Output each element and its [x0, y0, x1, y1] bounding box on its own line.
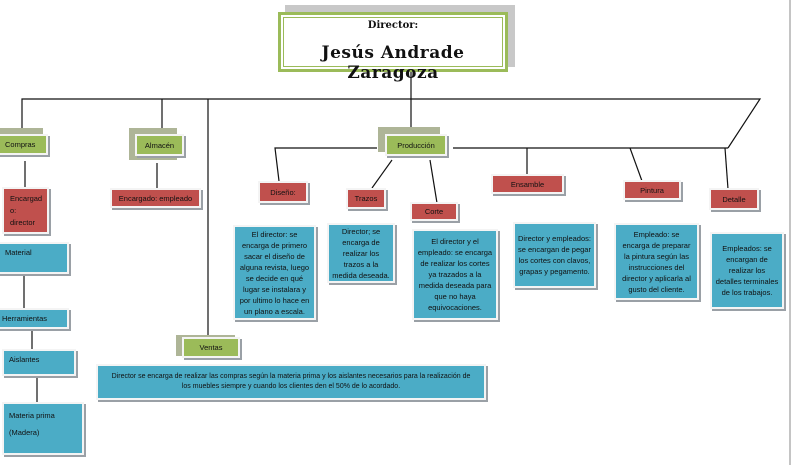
- stage-detalle-description-text: Empleados: se encargan de realizar los d…: [715, 244, 779, 297]
- compras-item-aislantes-label: Aislantes: [9, 355, 40, 364]
- connector-diseno: [274, 147, 377, 182]
- dept-compras-label: Compras: [5, 140, 36, 149]
- stage-ensamble-description: Director y empleados: se encargan de peg…: [513, 222, 596, 288]
- director-title: Director:: [367, 20, 419, 31]
- connector-pintura: [629, 147, 643, 182]
- stage-corte: Corte: [410, 202, 458, 221]
- connector-corte: [429, 159, 438, 204]
- compras-item-materia-prima: Materia prima (Madera): [2, 402, 84, 455]
- stage-diseno-label: Diseño:: [270, 187, 296, 197]
- ventas-description-text: Director se encarga de realizar las comp…: [111, 373, 471, 390]
- compras-encargado-label: Encargad o: director: [10, 193, 43, 227]
- stage-trazos: Trazos: [346, 188, 386, 209]
- stage-detalle: Detalle: [709, 188, 759, 210]
- stage-detalle-description: Empleados: se encargan de realizar los d…: [710, 232, 784, 309]
- stage-ensamble-label: Ensamble: [510, 179, 545, 189]
- dept-produccion: Producción: [385, 134, 447, 156]
- stage-ensamble-description-text: Director y empleados: se encargan de peg…: [518, 234, 591, 276]
- compras-item-materia-prima-label: Materia prima (Madera): [9, 411, 55, 437]
- stage-corte-description-text: El director y el empleado: se encarga de…: [417, 237, 493, 312]
- director-name: Jesús Andrade Zaragoza: [321, 43, 465, 83]
- almacen-encargado: Encargado: empleado: [110, 188, 201, 208]
- stage-trazos-label: Trazos: [354, 194, 378, 203]
- stage-ensamble: Ensamble: [491, 174, 564, 194]
- dept-almacen: Almacén: [135, 134, 184, 156]
- dept-almacen-label: Almacén: [144, 140, 175, 150]
- stage-pintura: Pintura: [623, 180, 681, 200]
- ventas-description: Director se encarga de realizar las comp…: [96, 364, 486, 400]
- almacen-encargado-label: Encargado: empleado: [118, 193, 193, 203]
- connector-trazos: [371, 159, 393, 189]
- stage-pintura-label: Pintura: [640, 185, 664, 195]
- connector-detalle: [724, 147, 729, 190]
- compras-item-aislantes: Aislantes: [2, 349, 76, 376]
- dept-ventas-label: Ventas: [199, 343, 223, 352]
- compras-item-herramientas: Herramientas: [0, 308, 69, 329]
- stage-corte-label: Corte: [424, 207, 444, 216]
- dept-ventas: Ventas: [182, 337, 240, 358]
- connector-main-bus: [21, 98, 762, 149]
- stage-trazos-description: Director; se encarga de realizar los tra…: [327, 223, 395, 283]
- compras-encargado: Encargad o: director: [2, 187, 49, 234]
- compras-item-material: Material: [0, 242, 69, 274]
- stage-pintura-description-text: Empleado: se encarga de preparar la pint…: [622, 229, 691, 294]
- stage-diseno: Diseño:: [258, 181, 308, 203]
- dept-compras: Compras: [0, 134, 48, 155]
- stage-corte-description: El director y el empleado: se encarga de…: [412, 229, 498, 320]
- dept-produccion-label: Producción: [397, 140, 435, 150]
- stage-diseno-description: El director: se encarga de primero sacar…: [233, 225, 316, 320]
- stage-detalle-label: Detalle: [722, 194, 746, 204]
- stage-pintura-description: Empleado: se encarga de preparar la pint…: [614, 223, 699, 300]
- stage-trazos-description-text: Director; se encarga de realizar los tra…: [332, 226, 390, 280]
- director-box: Director: Jesús Andrade Zaragoza: [278, 12, 508, 83]
- compras-item-material-label: Material: [5, 248, 32, 257]
- stage-diseno-description-text: El director: se encarga de primero sacar…: [239, 229, 310, 316]
- compras-item-herramientas-label: Herramientas: [2, 314, 48, 323]
